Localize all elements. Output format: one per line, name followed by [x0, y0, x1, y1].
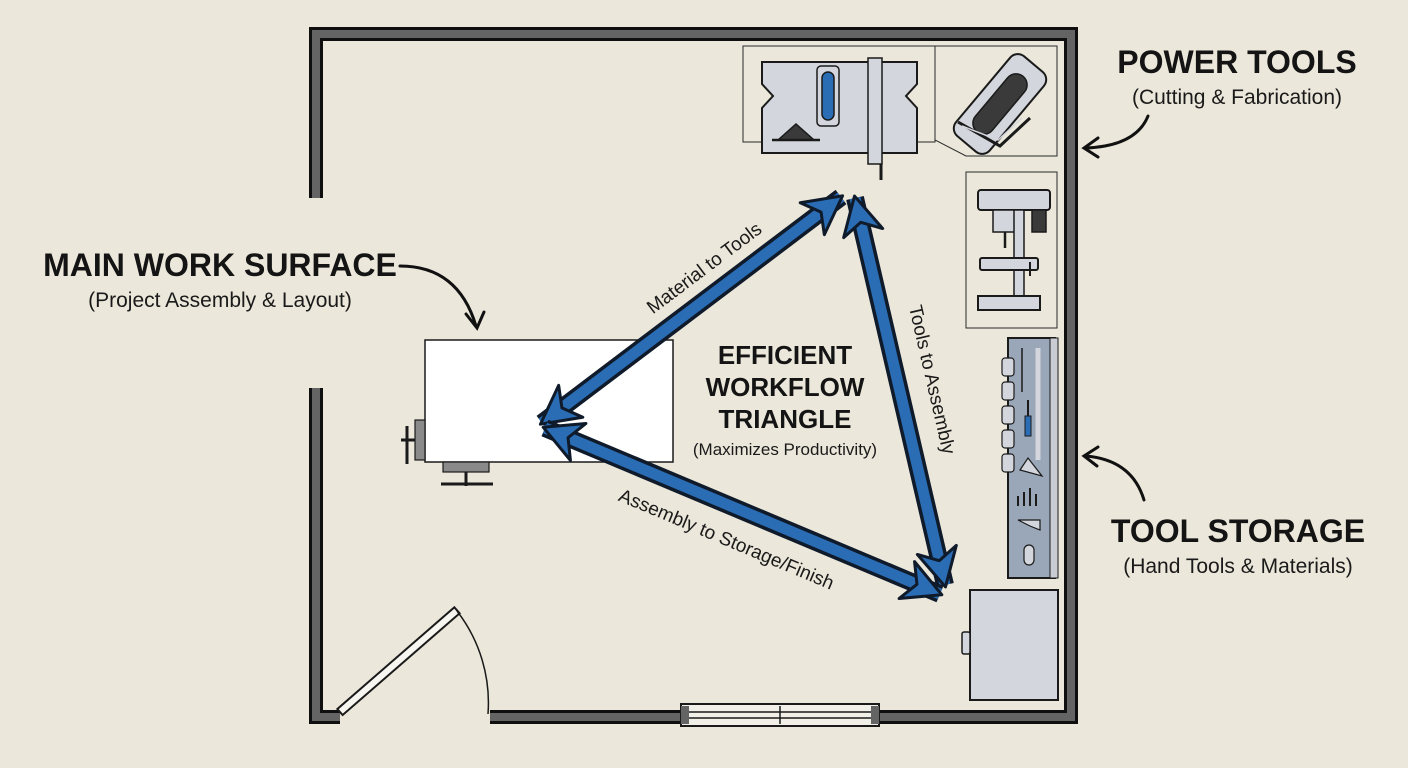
workflow-triangle-label: EFFICIENT WORKFLOW TRIANGLE (Maximizes P…	[693, 340, 877, 459]
power-tools-subtitle: (Cutting & Fabrication)	[1132, 86, 1342, 109]
pegboard-icon	[1001, 337, 1059, 579]
band-saw-zone	[934, 45, 1058, 157]
main-work-surface-subtitle: (Project Assembly & Layout)	[88, 289, 352, 312]
workflow-title-line3: TRIANGLE	[719, 404, 852, 434]
workflow-subtitle: (Maximizes Productivity)	[693, 440, 877, 459]
window-icon	[680, 703, 880, 727]
workflow-title-line2: WORKFLOW	[706, 372, 865, 402]
callout-arrows	[398, 114, 1150, 502]
door-icon	[335, 605, 490, 717]
band-saw-icon	[952, 53, 1048, 155]
tool-storage-subtitle: (Hand Tools & Materials)	[1123, 555, 1353, 578]
power-tools-label: POWER TOOLS (Cutting & Fabrication)	[1117, 44, 1356, 109]
main-work-surface-label: MAIN WORK SURFACE (Project Assembly & La…	[43, 247, 397, 312]
workflow-title-line1: EFFICIENT	[718, 340, 852, 370]
drill-press-zone	[965, 171, 1058, 329]
tool-storage-label: TOOL STORAGE (Hand Tools & Materials)	[1111, 513, 1365, 578]
cabinet-icon	[961, 589, 1059, 701]
power-tools-title: POWER TOOLS	[1117, 44, 1356, 80]
main-work-surface-title: MAIN WORK SURFACE	[43, 247, 397, 283]
workflow-arrows	[536, 189, 958, 603]
callout-power-tools	[1084, 114, 1150, 150]
callout-tool-storage	[1084, 454, 1146, 502]
bench-vise-icon	[401, 419, 493, 486]
table-saw-icon	[742, 45, 936, 180]
callout-main-work-surface	[398, 264, 478, 328]
tool-storage-title: TOOL STORAGE	[1111, 513, 1365, 549]
drill-press-icon	[977, 189, 1051, 311]
